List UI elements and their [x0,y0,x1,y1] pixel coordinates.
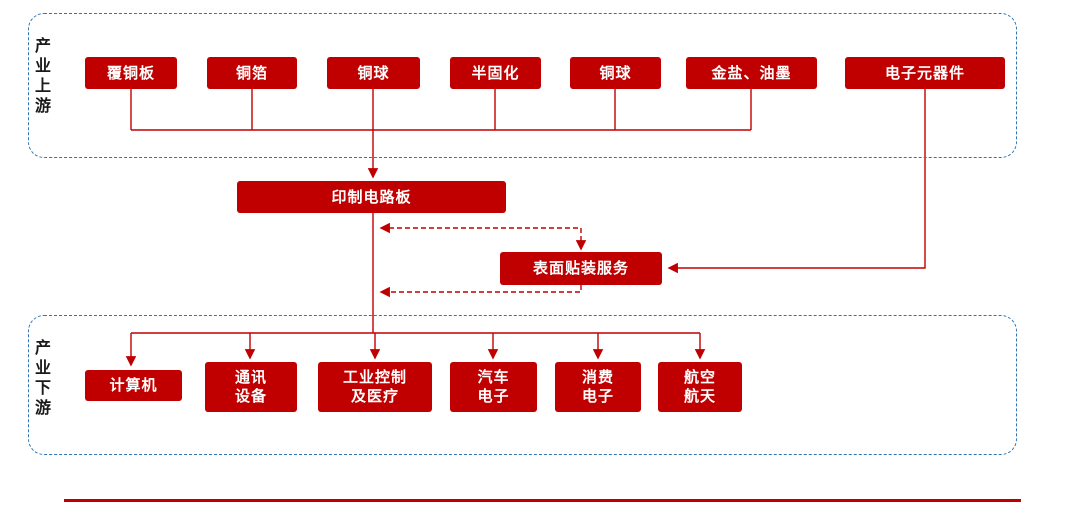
node-copper-ball: 铜球 [327,57,420,89]
wire-dashed-pcb-smt [379,222,587,251]
node-automotive-electronics: 汽车 电子 [450,362,537,412]
node-copper-foil: 铜箔 [207,57,297,89]
node-telecom-equipment: 通讯 设备 [205,362,297,412]
upstream-group-label: 产业上游 [32,37,51,117]
node-prepreg: 半固化 [450,57,541,89]
node-aerospace: 航空 航天 [658,362,742,412]
node-copper-clad-laminate: 覆铜板 [85,57,177,89]
wire-dashed-smt-pcb [379,285,582,298]
downstream-group-label: 产业下游 [32,339,51,419]
node-consumer-electronics: 消费 电子 [555,362,641,412]
node-electronic-components: 电子元器件 [845,57,1005,89]
node-gold-salt-ink: 金盐、油墨 [686,57,817,89]
downstream-group-frame [28,315,1017,455]
node-industrial-control-medical: 工业控制 及医疗 [318,362,432,412]
node-copper-ball-2: 铜球 [570,57,661,89]
node-computer: 计算机 [85,370,182,401]
upstream-group-frame [28,13,1017,158]
bottom-divider [64,499,1021,502]
node-smt-service: 表面贴装服务 [500,252,662,285]
node-pcb: 印制电路板 [237,181,506,213]
